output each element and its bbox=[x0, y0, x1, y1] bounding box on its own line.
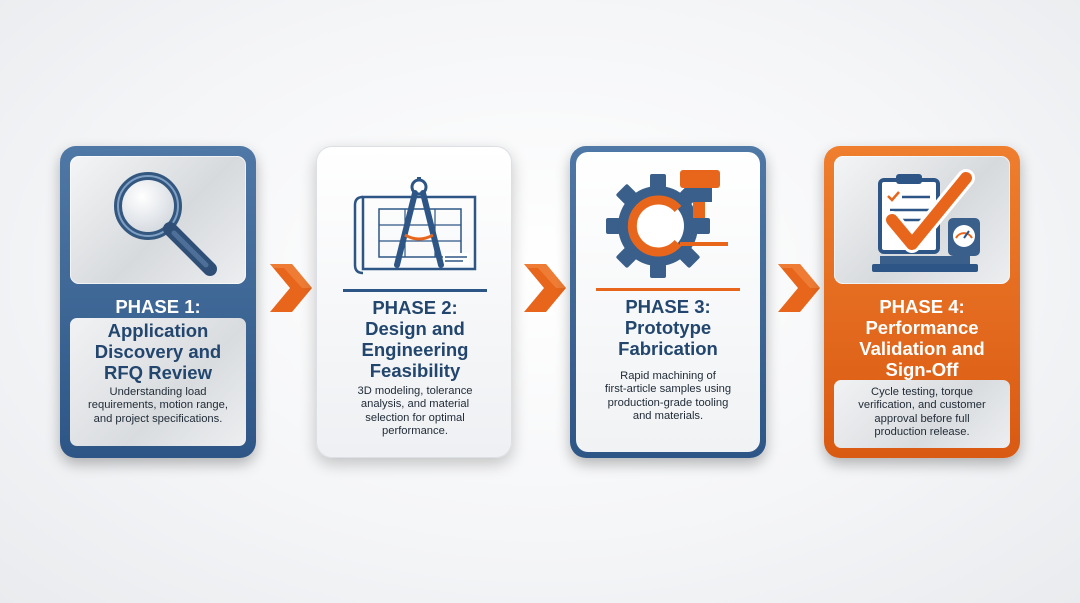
phase-4-desc-line-2: verification, and customer bbox=[858, 399, 986, 412]
phase-4-card: PHASE 4: Performance Validation and Sign… bbox=[824, 146, 1020, 458]
chevron-right-icon bbox=[524, 264, 566, 312]
phase-3-icon-panel bbox=[580, 156, 756, 284]
phase-3-heading-line-2: Fabrication bbox=[618, 338, 718, 359]
phase-2-heading-line-1: Design and bbox=[365, 318, 465, 339]
phase-4-heading-line-2: Validation and bbox=[859, 338, 985, 359]
phase-3-label: PHASE 3: bbox=[625, 296, 711, 317]
phase-4-heading: PHASE 4: Performance Validation and Sign… bbox=[828, 296, 1016, 380]
phase-4-description: Cycle testing, torque verification, and … bbox=[832, 386, 1012, 440]
phase-2-desc-line-3: selection for optimal bbox=[365, 411, 465, 424]
phase-3-divider bbox=[596, 288, 740, 291]
checklist-gauge-icon bbox=[872, 169, 980, 272]
phase-4-desc-line-3: approval before full bbox=[874, 412, 970, 425]
phase-2-heading-line-2: Engineering bbox=[361, 339, 469, 360]
chevron-right-icon bbox=[270, 264, 312, 312]
phase-3-desc-line-4: and materials. bbox=[632, 410, 704, 423]
phase-2-desc-line-1: 3D modeling, tolerance bbox=[357, 385, 473, 397]
phase-3-desc-line-3: production-grade tooling bbox=[607, 396, 729, 409]
phase-3-description: Rapid machining of first-article samples… bbox=[578, 370, 758, 424]
phase-4-label: PHASE 4: bbox=[879, 296, 965, 317]
phase-2-heading-line-3: Feasibility bbox=[369, 360, 461, 381]
phase-3-card: PHASE 3: Prototype Fabrication Rapid mac… bbox=[570, 146, 766, 458]
phase-1-label: PHASE 1: bbox=[115, 296, 201, 317]
magnifying-glass-icon bbox=[114, 172, 217, 276]
phase-1-title: PHASE 1: bbox=[64, 296, 252, 317]
phase-2-icon-panel bbox=[327, 157, 503, 285]
phase-1-text-panel: Application Discovery and RFQ Review Und… bbox=[70, 318, 246, 446]
phase-1-heading-line-2: Discovery and bbox=[94, 341, 222, 362]
phase-2-heading: PHASE 2: Design and Engineering Feasibil… bbox=[321, 297, 509, 381]
phase-4-desc-line-4: production release. bbox=[874, 426, 970, 439]
phase-2-desc-line-2: analysis, and material bbox=[360, 398, 470, 411]
phase-1-icon-panel bbox=[70, 156, 246, 284]
phase-2-label: PHASE 2: bbox=[372, 297, 458, 318]
phase-2-divider bbox=[343, 289, 487, 292]
phase-1-description: Understanding load requirements, motion … bbox=[68, 386, 248, 426]
phase-3-heading-line-1: Prototype bbox=[624, 317, 712, 338]
phase-3-heading: PHASE 3: Prototype Fabrication bbox=[574, 296, 762, 359]
phase-1-heading: Application Discovery and RFQ Review bbox=[64, 320, 252, 383]
phase-2-card: PHASE 2: Design and Engineering Feasibil… bbox=[316, 146, 512, 458]
phase-1-heading-line-1: Application bbox=[107, 320, 209, 341]
phase-4-heading-line-3: Sign-Off bbox=[885, 359, 959, 380]
phase-1-desc-line-2: requirements, motion range, bbox=[88, 399, 228, 412]
phase-1-desc-line-3: and project specifications. bbox=[93, 412, 223, 425]
phase-2-desc-line-4: performance. bbox=[382, 425, 448, 438]
phase-3-desc-line-1: Rapid machining of bbox=[620, 370, 716, 382]
phase-3-desc-line-2: first-article samples using bbox=[604, 383, 732, 396]
phase-4-text-panel: Cycle testing, torque verification, and … bbox=[834, 380, 1010, 448]
chevron-right-icon bbox=[778, 264, 820, 312]
phase-2-description: 3D modeling, tolerance analysis, and mat… bbox=[325, 385, 505, 439]
phase-1-card: PHASE 1: Application Discovery and RFQ R… bbox=[60, 146, 256, 458]
phase-1-desc-line-1: Understanding load bbox=[109, 386, 207, 398]
gear-cnc-icon bbox=[606, 170, 728, 278]
blueprint-compass-icon bbox=[353, 177, 477, 275]
phase-4-icon-panel bbox=[834, 156, 1010, 284]
phase-4-heading-line-1: Performance bbox=[865, 317, 979, 338]
phase-4-desc-line-1: Cycle testing, torque bbox=[871, 386, 973, 398]
phase-1-heading-line-3: RFQ Review bbox=[104, 362, 212, 383]
